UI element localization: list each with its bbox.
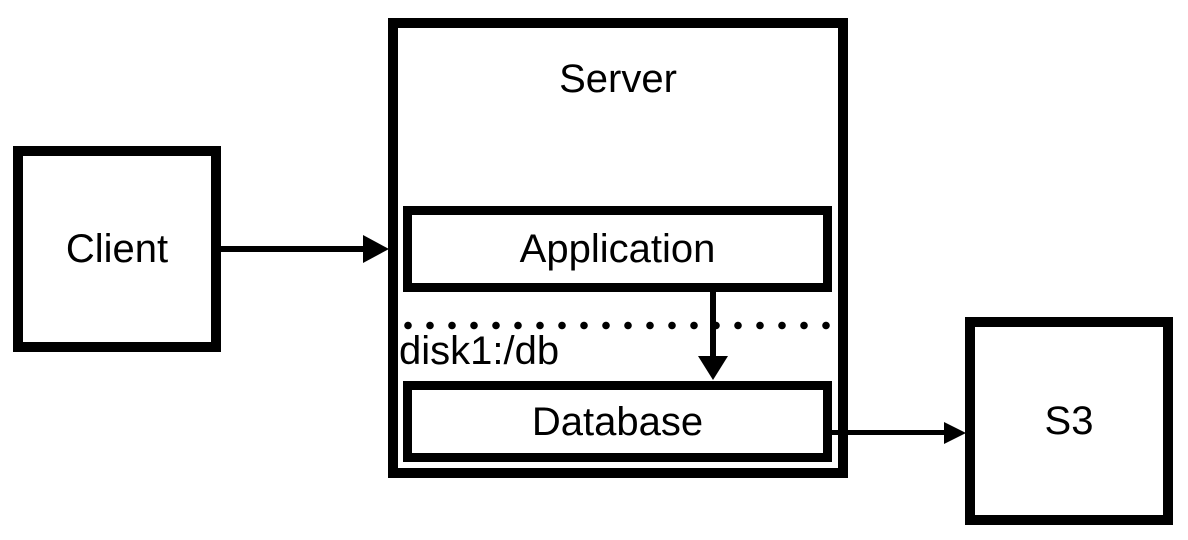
database-label: Database [531, 399, 704, 444]
s3-node: S3 [965, 317, 1173, 525]
server-label: Server [559, 57, 677, 101]
arrow-database-to-s3-head-icon [944, 422, 966, 444]
client-node: Client [13, 146, 221, 352]
disk-path-label: disk1:/db [399, 329, 560, 373]
database-node: Database [403, 381, 832, 462]
client-label: Client [65, 227, 169, 271]
arrow-database-to-s3-line [832, 430, 946, 435]
arrow-application-to-database-line [710, 291, 716, 358]
s3-label: S3 [1044, 399, 1094, 443]
arrow-client-to-server-line [221, 246, 365, 252]
arrow-application-to-database-head-icon [698, 356, 728, 380]
application-label: Application [519, 227, 716, 271]
arrow-client-to-server-head-icon [363, 235, 389, 263]
application-node: Application [403, 206, 832, 292]
server-storage-divider [397, 321, 839, 330]
